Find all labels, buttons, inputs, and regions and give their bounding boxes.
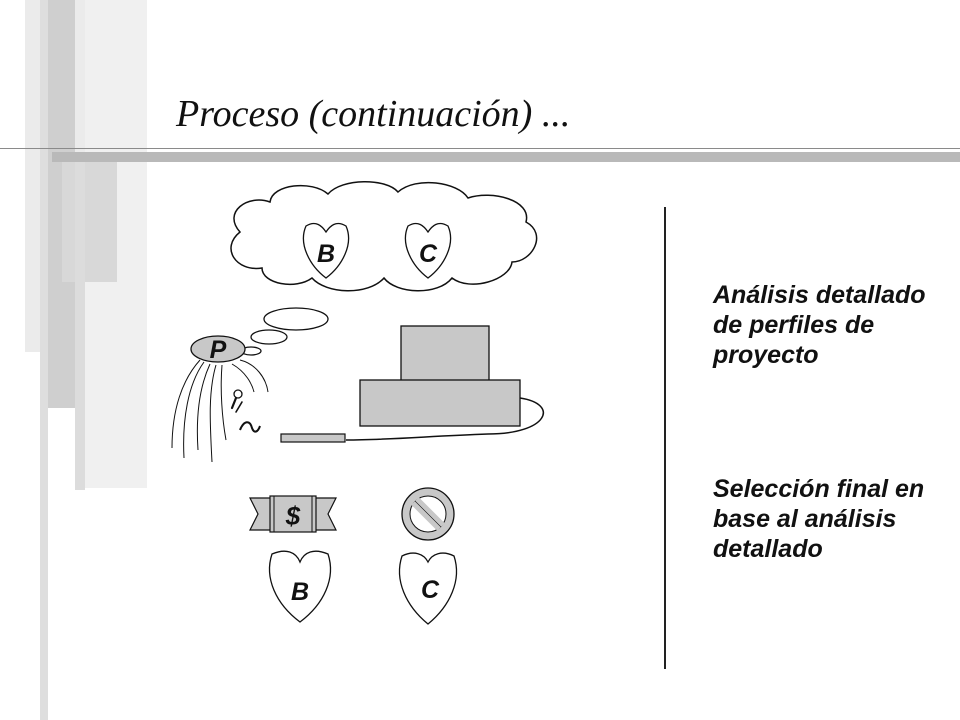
computer-monitor — [400, 325, 490, 389]
computer — [280, 325, 544, 443]
person-label: P — [210, 336, 227, 364]
person-cap — [190, 335, 246, 363]
heart-b-selected — [268, 550, 332, 623]
title-rule-thick — [52, 152, 960, 162]
money-banner: $ — [249, 495, 337, 533]
computer-base — [359, 379, 521, 427]
thought-bubble-medium — [250, 329, 288, 345]
rejected-label-c: C — [421, 576, 440, 604]
sidebar-bar-thin — [40, 0, 48, 720]
keyboard — [280, 433, 346, 443]
thought-label-b: B — [317, 240, 335, 268]
thought-bubble-large — [263, 307, 329, 331]
heart-b-thought — [302, 222, 350, 279]
panel-step-analysis: Análisis detallado de perfiles de proyec… — [713, 281, 926, 369]
thought-cloud — [230, 181, 538, 292]
keyboard-cable — [345, 397, 544, 441]
thought-label-c: C — [419, 240, 438, 268]
heart-c-rejected — [398, 552, 458, 625]
sidebar-bar-mid — [62, 160, 117, 282]
no-sign-icon — [401, 487, 455, 541]
heart-c-thought — [404, 222, 452, 279]
person-figure: P — [171, 335, 269, 463]
sidebar-bar-side — [75, 160, 85, 490]
slide-title: Proceso (continuación) ... — [176, 93, 571, 135]
money-symbol: $ — [285, 501, 301, 531]
title-rule-thin — [0, 148, 960, 149]
panel-step-selection: Selección final en base al análisis deta… — [713, 475, 925, 563]
selected-label-b: B — [291, 578, 309, 606]
vertical-divider — [664, 207, 666, 669]
